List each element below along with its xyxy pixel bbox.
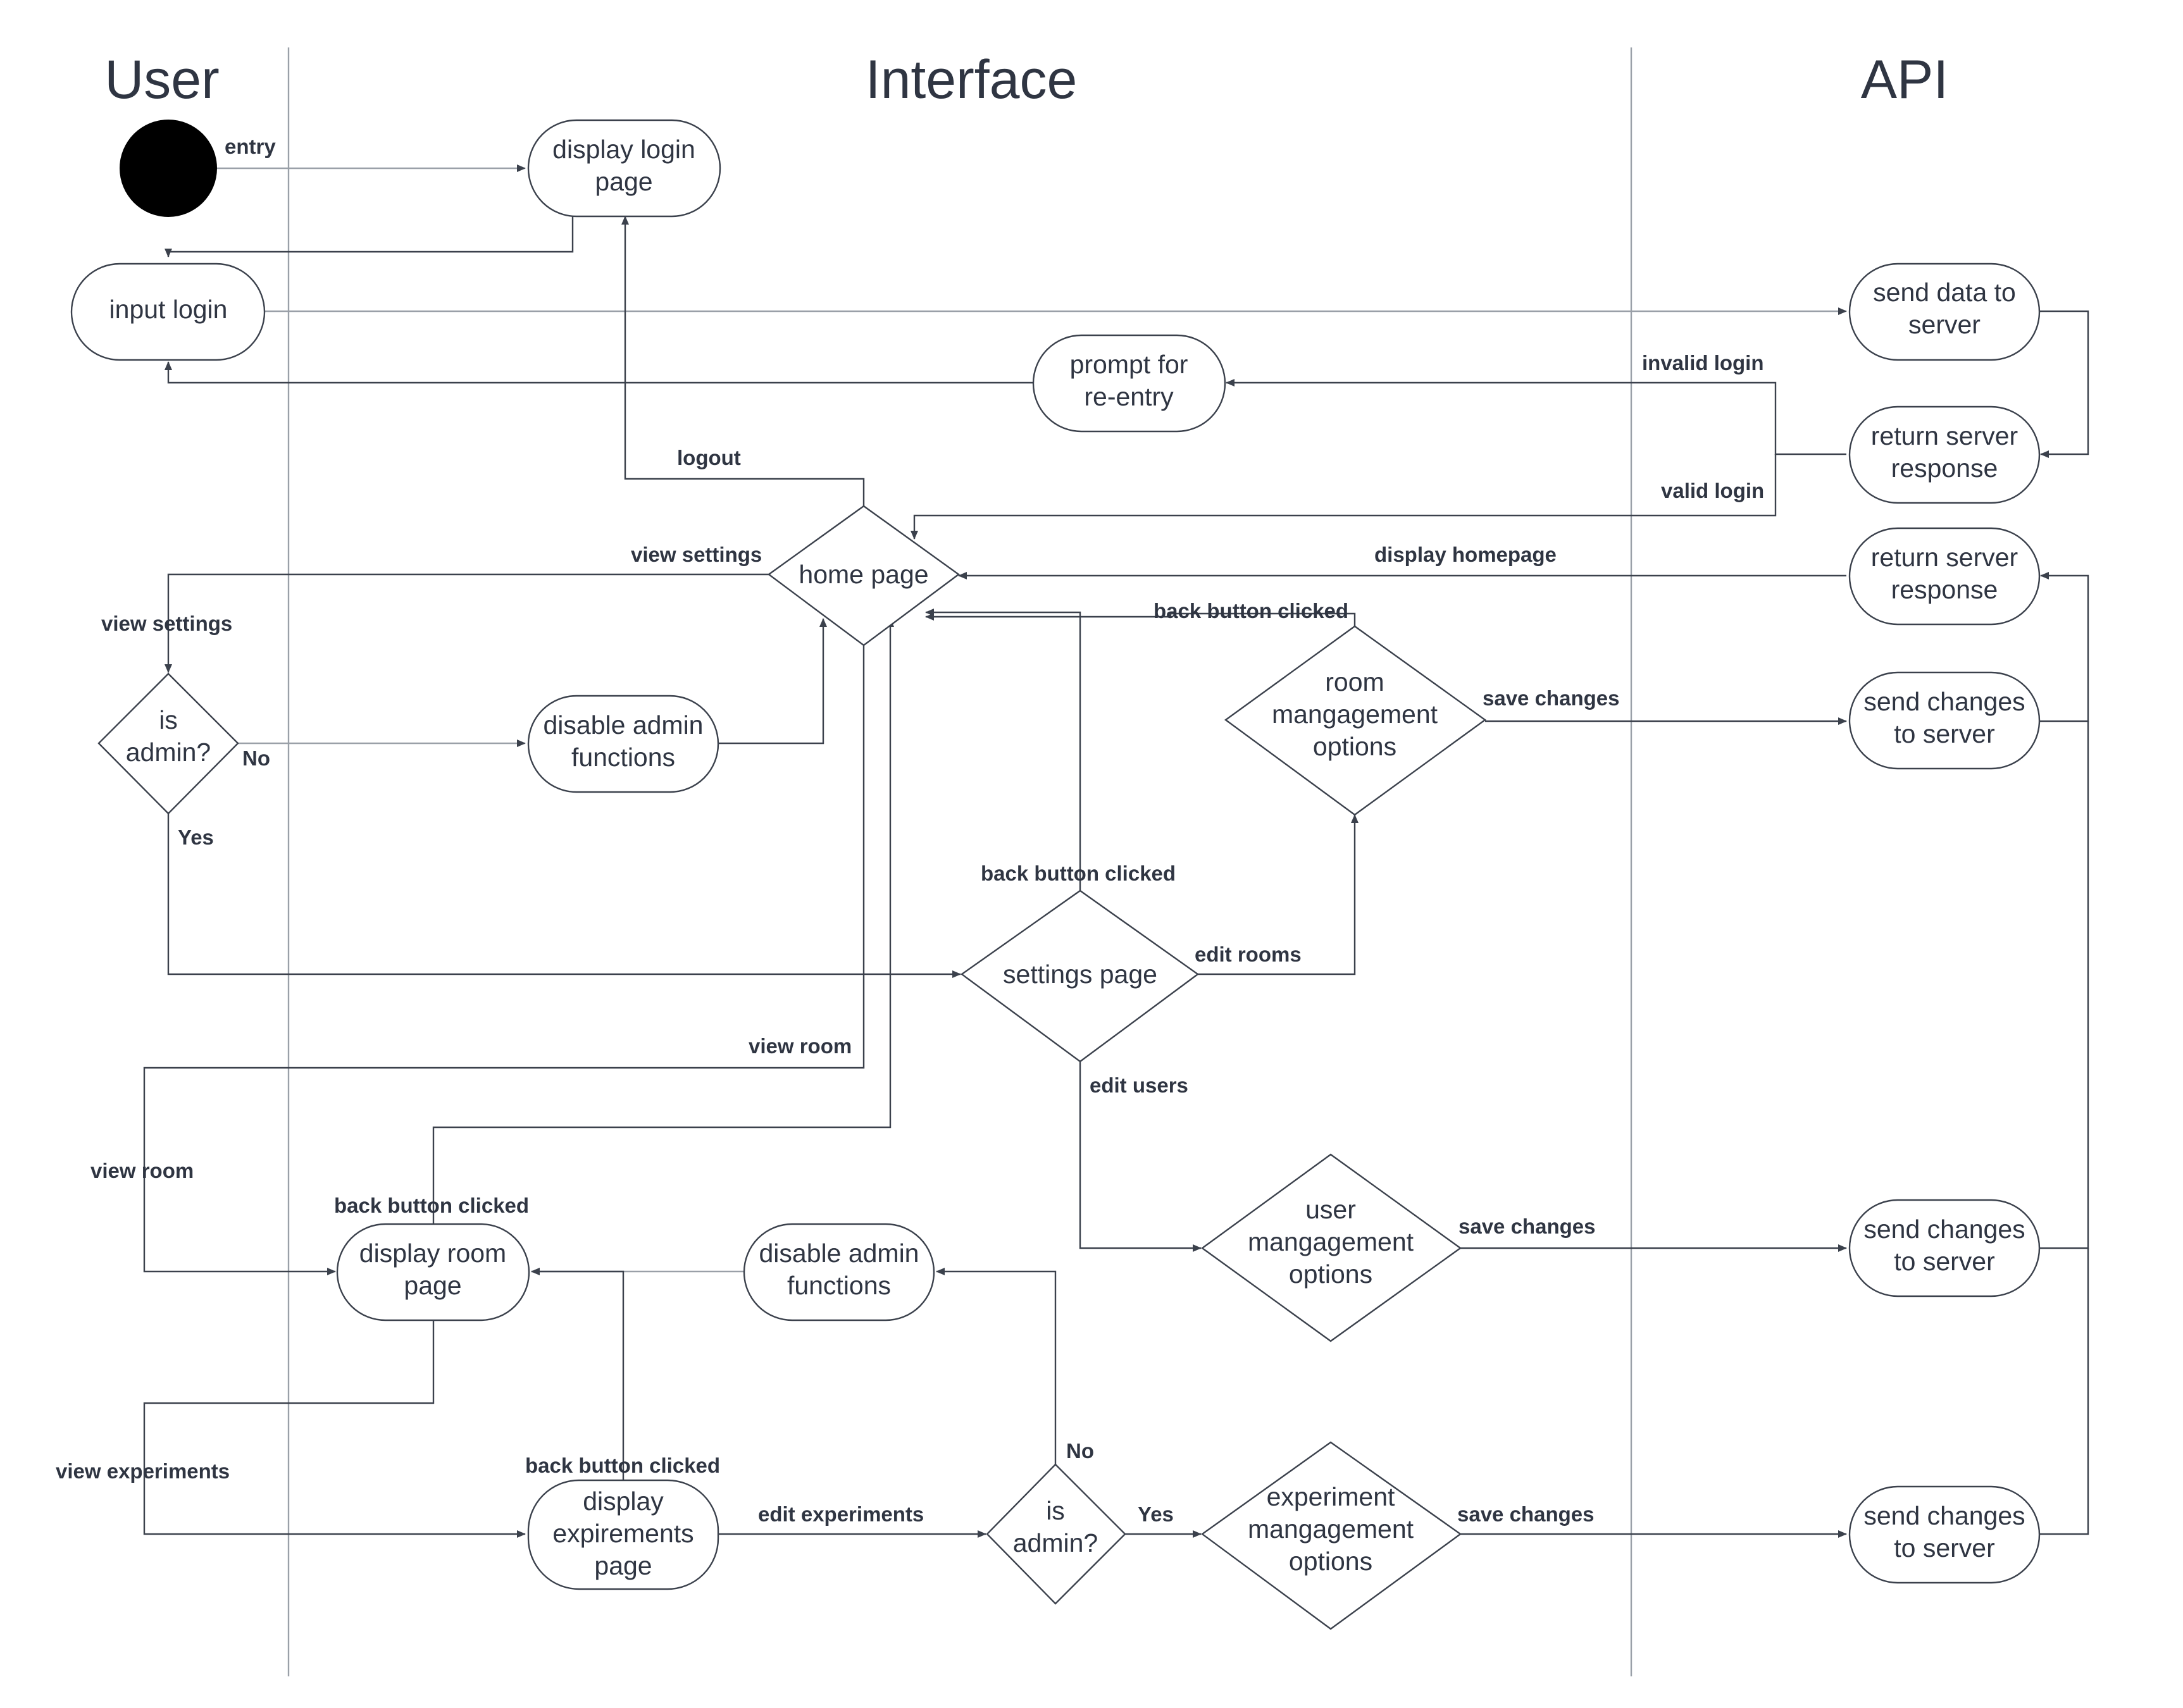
label-save-changes-room: save changes [1483,686,1619,710]
edge-login-to-input [165,216,574,257]
edge-edit-users [1079,1061,1202,1252]
label-display-homepage: display homepage [1374,543,1557,566]
label-view-settings-home: view settings [631,543,762,566]
node-input-login: input login [70,263,266,361]
edge-disable-to-home [718,618,827,745]
label-logout: logout [677,446,741,469]
svg-text:settings page: settings page [1003,960,1157,989]
label-yes-experiments: Yes [1138,1502,1174,1526]
edge-view-experiments [143,1321,526,1538]
label-view-room-user: view room [90,1159,194,1182]
edge-room-send-to-response [2039,572,2089,722]
edge-view-room [143,645,865,1275]
lane-title-user: User [104,49,220,110]
start-node [120,120,217,217]
label-entry: entry [225,135,276,158]
node-home-page: home page [767,505,961,647]
edge-experiment-send-to-trunk [2039,1248,2089,1535]
label-edit-rooms: edit rooms [1195,943,1302,966]
edge-prompt-to-input [165,361,1033,384]
edge-experiments-back [531,1268,625,1480]
label-view-experiments: view experiments [56,1459,230,1483]
edge-room-mgmt-back [925,612,1356,626]
edge-room-page-back [432,618,894,1224]
label-no-experiments: No [1066,1439,1094,1463]
lane-title-interface: Interface [866,49,1078,110]
label-back-button-settings: back button clicked [981,862,1176,885]
label-save-changes-experiment: save changes [1457,1502,1594,1526]
node-settings-page: settings page [960,889,1200,1063]
label-edit-users: edit users [1090,1074,1188,1097]
label-back-button-room-mgmt: back button clicked [1154,599,1348,622]
edge-user-send-to-trunk [2039,721,2089,1249]
edge-invalid-login [1226,379,1846,455]
label-back-button-room-page: back button clicked [334,1194,529,1217]
edge-yes-settings [167,814,961,978]
label-valid-login: valid login [1661,479,1764,502]
label-yes-settings: Yes [178,826,214,849]
edge-edit-rooms [1198,814,1359,975]
label-view-settings-user: view settings [101,612,232,635]
edge-no-experiments [936,1268,1057,1464]
edge-logout [621,216,865,506]
label-save-changes-user: save changes [1458,1215,1595,1238]
label-back-button-experiments: back button clicked [525,1454,720,1477]
edge-view-settings [165,573,769,673]
label-edit-experiments: edit experiments [758,1502,924,1526]
lane-title-api: API [1861,49,1949,110]
label-no-settings: No [242,746,270,770]
edge-valid-login [911,454,1777,540]
edge-settings-back [925,609,1081,891]
edge-send-to-response [2039,310,2089,458]
svg-text:home page: home page [799,560,928,589]
label-view-room-home: view room [749,1034,852,1058]
label-invalid-login: invalid login [1642,351,1764,374]
svg-text:input login: input login [109,295,228,324]
